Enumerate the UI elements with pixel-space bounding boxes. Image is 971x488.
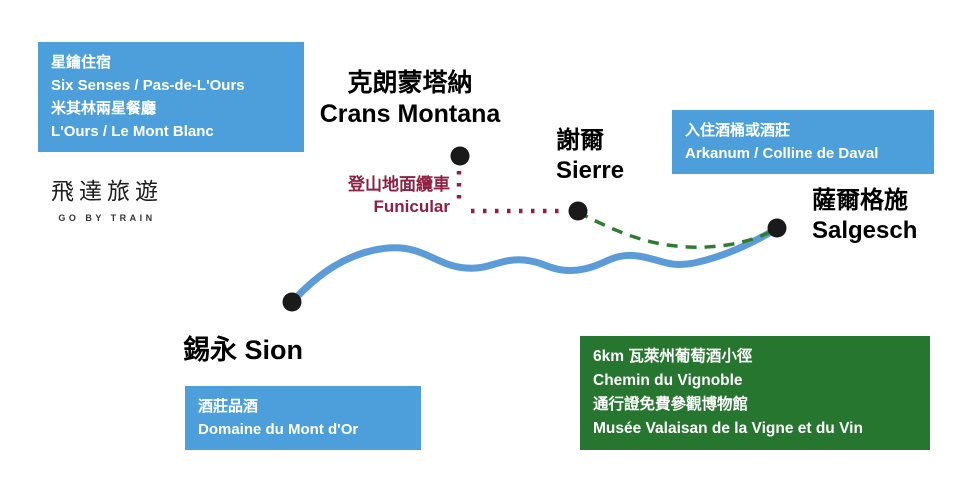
station-dot-sion [282, 292, 302, 312]
info-box-wine-trail-line-2: Chemin du Vignoble [593, 372, 743, 389]
station-sion-label: 錫永 Sion [183, 335, 303, 365]
info-box-wine-trail-line-1: 6km 瓦萊州葡萄酒小徑 [593, 348, 753, 365]
wine-trail-dashed-line [577, 210, 775, 249]
station-label-crans-montana: 克朗蒙塔納 Crans Montana [300, 68, 520, 130]
train-route-line [288, 225, 780, 306]
info-box-arkanum: 入住酒桶或酒莊 Arkanum / Colline de Daval [672, 110, 934, 174]
info-box-arkanum-line-2: Arkanum / Colline de Daval [685, 145, 879, 162]
info-box-hotel-line-3: 米其林兩星餐廳 [51, 100, 157, 117]
info-box-domaine: 酒莊品酒 Domaine du Mont d'Or [185, 386, 421, 450]
info-box-domaine-line-2: Domaine du Mont d'Or [198, 421, 359, 438]
station-label-sierre: 謝爾 Sierre [556, 126, 624, 186]
funicular-label: 登山地面纜車 Funicular [300, 174, 450, 218]
info-box-hotel-line-1: 星鑰住宿 [51, 54, 112, 71]
station-label-salgesch: 薩爾格施 Salgesch [812, 186, 917, 246]
station-crans-montana-zh: 克朗蒙塔納 [347, 69, 473, 97]
info-box-wine-trail: 6km 瓦萊州葡萄酒小徑 Chemin du Vignoble 通行證免費參觀博… [580, 336, 930, 450]
brand-logo: 飛達旅遊 GO BY TRAIN [42, 172, 172, 223]
info-box-wine-trail-line-3: 通行證免費參觀博物館 [593, 396, 749, 413]
info-box-hotel-line-4: L'Ours / Le Mont Blanc [51, 123, 214, 140]
info-box-hotel: 星鑰住宿 Six Senses / Pas-de-L'Ours 米其林兩星餐廳 … [38, 42, 304, 152]
station-label-sion: 錫永 Sion [183, 334, 303, 366]
station-salgesch-en: Salgesch [812, 217, 918, 244]
station-salgesch-zh: 薩爾格施 [812, 187, 908, 214]
brand-logo-title: 飛達旅遊 [51, 178, 163, 204]
station-sierre-en: Sierre [556, 157, 625, 184]
station-crans-montana-en: Crans Montana [319, 100, 501, 128]
station-dot-crans-montana [450, 146, 470, 166]
brand-logo-subtitle: GO BY TRAIN [58, 213, 156, 223]
funicular-label-zh: 登山地面纜車 [348, 175, 450, 194]
info-box-domaine-line-1: 酒莊品酒 [198, 398, 259, 415]
station-dot-sierre [568, 201, 588, 221]
funicular-label-en: Funicular [373, 197, 450, 216]
info-box-wine-trail-line-4: Musée Valaisan de la Vigne et du Vin [593, 420, 863, 437]
info-box-hotel-line-2: Six Senses / Pas-de-L'Ours [51, 77, 245, 94]
station-dot-salgesch [767, 218, 787, 238]
station-sierre-zh: 謝爾 [556, 127, 604, 154]
info-box-arkanum-line-1: 入住酒桶或酒莊 [685, 122, 791, 139]
